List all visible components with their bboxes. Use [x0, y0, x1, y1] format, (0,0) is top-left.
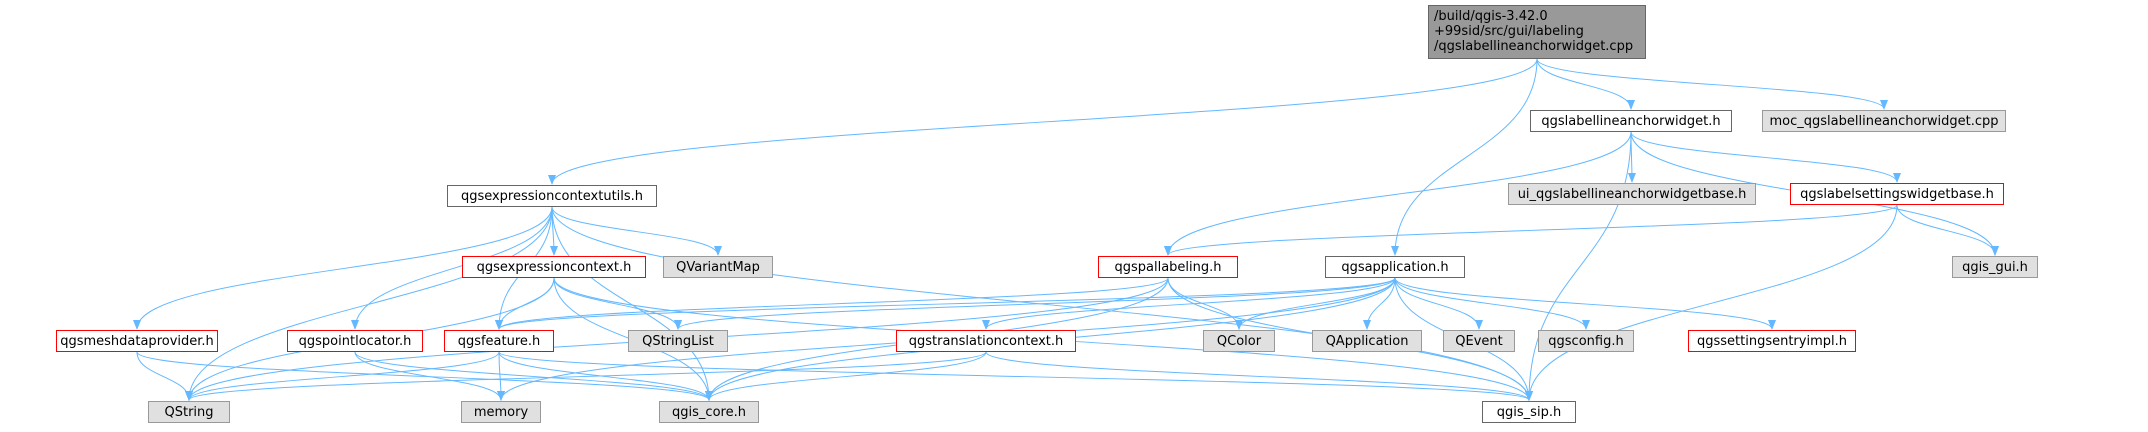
node-qgsapplication-h[interactable]: qgsapplication.h [1325, 256, 1465, 278]
node-qgsmeshdataprovider-h[interactable]: qgsmeshdataprovider.h [56, 330, 218, 352]
node-qgis-gui-h[interactable]: qgis_gui.h [1952, 256, 2038, 278]
edge-qgsfeature_h-to-qstring [185, 351, 500, 401]
edge-qgsapplication_h-to-qevent [1394, 277, 1483, 330]
edge-qgsfeature_h-to-qgis_core_h [498, 351, 713, 401]
edge-qgslabelsettingswidgetbase_h-to-qgis_sip_h [1525, 204, 1898, 401]
edge-qgsexpressioncontextutils_h-to-qgsmeshdataprovider_h [133, 206, 553, 330]
edge-qgslabellineanchorwidget_h-to-qgis_sip_h [1525, 131, 1632, 401]
node-qgsexpressioncontext-h[interactable]: qgsexpressioncontext.h [462, 256, 646, 278]
edge-root-to-qgslabellineanchorwidget_h [1536, 58, 1635, 110]
node-qgis-sip-h[interactable]: qgis_sip.h [1482, 401, 1576, 423]
edge-qgslabellineanchorwidget_h-to-qgslabelsettingswidgetbase_h [1630, 131, 1901, 183]
edge-qgslabelsettingswidgetbase_h-to-qgspallabeling_h [1164, 204, 1898, 256]
node-qstring[interactable]: QString [148, 401, 230, 423]
edge-qgsexpressioncontext_h-to-qgsfeature_h [495, 277, 555, 330]
edge-root-to-moc_qgslabellineanchorwidget_cpp [1536, 58, 1888, 110]
edge-qgspointlocator_h-to-qgis_core_h [354, 351, 713, 401]
node-qapplication[interactable]: QApplication [1312, 330, 1422, 352]
edge-qgspallabeling_h-to-qgsfeature_h [495, 277, 1169, 330]
edge-qgsexpressioncontextutils_h-to-qstring [185, 206, 553, 401]
node-qgis-core-h[interactable]: qgis_core.h [659, 401, 759, 423]
node-qgspallabeling-h[interactable]: qgspallabeling.h [1098, 256, 1238, 278]
edge-qgsfeature_h-to-qgis_sip_h [498, 351, 1533, 401]
node-qgsconfig-h[interactable]: qgsconfig.h [1538, 330, 1634, 352]
edge-qgsapplication_h-to-qgsfeature_h [495, 277, 1396, 330]
node-ui-qgslabellineanchorwidgetbase-h[interactable]: ui_qgslabellineanchorwidgetbase.h [1508, 183, 1756, 205]
edge-qgsapplication_h-to-qgsconfig_h [1394, 277, 1590, 330]
node-qevent[interactable]: QEvent [1443, 330, 1515, 352]
node-qgsfeature-h[interactable]: qgsfeature.h [444, 330, 554, 352]
node-qgssettingsentryimpl-h[interactable]: qgssettingsentryimpl.h [1688, 330, 1856, 352]
edge-qgsexpressioncontextutils_h-to-qgis_core_h [551, 206, 713, 401]
edge-qgspointlocator_h-to-memory [354, 351, 505, 401]
node-qgslabelsettingswidgetbase-h[interactable]: qgslabelsettingswidgetbase.h [1790, 183, 2004, 205]
edge-qgsexpressioncontextutils_h-to-qgspointlocator_h [351, 206, 553, 330]
node-root-qgslabellineanchorwidget-cpp[interactable]: /build/qgis-3.42.0 +99sid/src/gui/labeli… [1428, 5, 1646, 59]
edge-root-to-qgsexpressioncontextutils_h [548, 58, 1538, 185]
edge-qgsapplication_h-to-qgstranslationcontext_h [982, 277, 1396, 330]
node-moc-qgslabellineanchorwidget-cpp[interactable]: moc_qgslabellineanchorwidget.cpp [1762, 110, 2006, 132]
edge-qgstranslationcontext_h-to-qgis_sip_h [985, 351, 1533, 401]
edge-qgslabellineanchorwidget_h-to-qgspallabeling_h [1164, 131, 1632, 256]
edge-qgsapplication_h-to-qapplication [1363, 277, 1396, 330]
edge-qgsexpressioncontext_h-to-qstringlist [553, 277, 682, 330]
node-qgsexpressioncontextutils-h[interactable]: qgsexpressioncontextutils.h [447, 185, 657, 207]
edge-qgslabelsettingswidgetbase_h-to-qgis_gui_h [1896, 204, 1999, 256]
edge-qgsmeshdataprovider_h-to-qgis_core_h [136, 351, 713, 401]
node-qgslabellineanchorwidget-h[interactable]: qgslabellineanchorwidget.h [1530, 110, 1732, 132]
edge-qgsexpressioncontextutils_h-to-qvariantmap [551, 206, 722, 256]
edge-qgsfeature_h-to-memory [496, 351, 505, 401]
node-qgstranslationcontext-h[interactable]: qgstranslationcontext.h [896, 330, 1076, 352]
node-qcolor[interactable]: QColor [1203, 330, 1275, 352]
edge-qgsapplication_h-to-qstringlist [674, 277, 1396, 330]
node-qstringlist[interactable]: QStringList [628, 330, 728, 352]
node-memory[interactable]: memory [461, 401, 541, 423]
node-qvariantmap[interactable]: QVariantMap [663, 256, 773, 278]
edge-qgsmeshdataprovider_h-to-qstring [136, 351, 193, 401]
edge-qgstranslationcontext_h-to-qstring [185, 351, 987, 401]
edge-qgstranslationcontext_h-to-qgis_core_h [705, 351, 987, 401]
edge-root-to-qgsapplication_h [1391, 58, 1538, 256]
node-qgspointlocator-h[interactable]: qgspointlocator.h [287, 330, 423, 352]
edge-qgsapplication_h-to-qgssettingsentryimpl_h [1394, 277, 1776, 330]
